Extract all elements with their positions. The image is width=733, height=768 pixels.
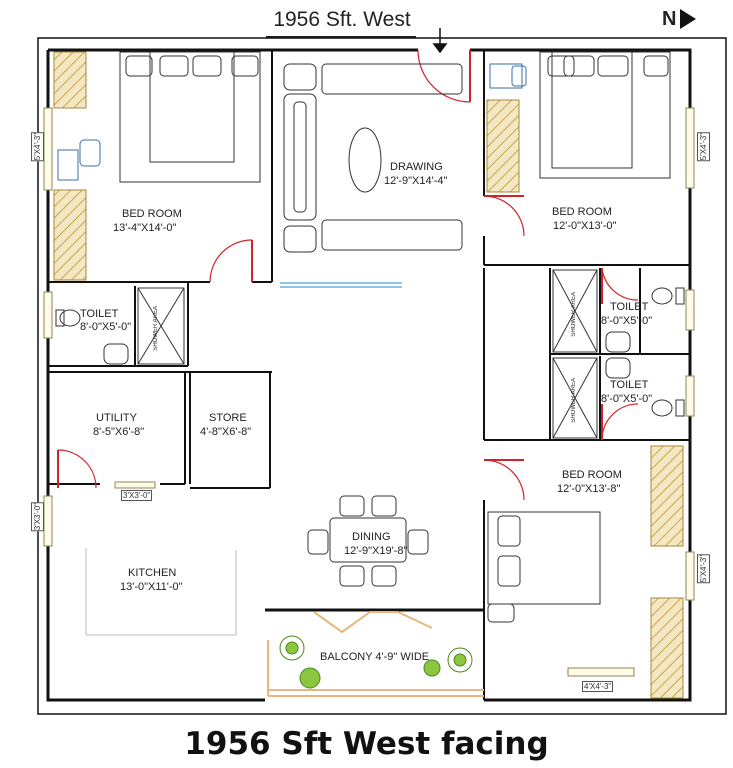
room-balcony-name: BALCONY 4'-9" WIDE [320,651,430,663]
room-toilet-ne2-name: TOILET [610,379,649,391]
room-dining-name: DINING [352,531,391,543]
desk-nw [57,139,101,181]
room-bedroom-ne-name: BED ROOM [552,206,612,218]
room-store-size: 4'-8"X6'-8" [200,426,252,438]
plants [279,635,473,689]
room-toilet-ne2-size: 8'-0"X5'-0" [601,393,653,405]
window-dim-right-low: 5'X4'-3" [697,554,710,584]
balcony-rail [267,611,484,697]
sofa-set [283,63,463,253]
room-drawing-name: DRAWING [390,161,443,173]
shower-label-w: SHOWER AREA [153,306,159,351]
plan-title: 1956 Sft. West [273,8,411,31]
shower-label-ne2: SHOWER AREA [571,378,577,423]
window-dim-left-mid: 3'X3'-0" [31,502,44,532]
room-store-name: STORE [209,412,247,424]
interior-walls [48,50,690,700]
door-swings [57,49,639,501]
room-kitchen-name: KITCHEN [128,567,177,579]
room-bedroom-ne-size: 12'-0"X13'-0" [553,220,617,232]
footer-caption: 1956 Sft West facing [184,726,549,762]
window-dim-utility: 3'X3'-0" [121,490,153,501]
entry-arrow-icon [432,28,448,54]
room-toilet-w-name: TOILET [80,308,119,320]
bed-nw [119,51,261,183]
room-dining-size: 12'-9"X19'-8" [344,545,408,557]
glass-partition [280,282,402,288]
room-bedroom-se-name: BED ROOM [562,469,622,481]
shower-areas [137,269,598,439]
window-dim-bottom: 4'X4'-3" [582,681,614,692]
bed-ne [539,51,671,179]
page-frame [37,37,727,715]
shower-label-ne1: SHOWER AREA [571,292,577,337]
room-utility-name: UTILITY [96,412,137,424]
dining-set [307,495,429,587]
north-arrow-icon [680,9,696,29]
windows [43,107,695,677]
window-dim-right-top: 5'X4'-3" [697,132,710,162]
window-dim-left-top: 5'X4'-3" [31,132,44,162]
outer-walls [46,48,692,702]
north-label: N [662,8,677,30]
door-leaves [57,50,603,488]
room-toilet-ne1-name: TOILET [610,301,649,313]
toilet-fixtures [55,287,685,417]
room-toilet-w-size: 8'-0"X5'-0" [80,321,132,333]
room-toilet-ne1-size: 8'-0"X5'-0" [601,315,653,327]
room-kitchen-size: 13'-0"X11'-0" [120,581,183,593]
room-bedroom-nw-size: 13'-4"X14'-0" [113,222,177,234]
room-utility-size: 8'-5"X6'-8" [93,426,145,438]
hatched-panels [53,51,684,699]
room-drawing-size: 12'-9"X14'-4" [384,175,448,187]
desk-ne [489,63,527,89]
room-bedroom-nw-name: BED ROOM [122,208,182,220]
room-bedroom-se-size: 12'-0"X13'-8" [557,483,621,495]
title-underline [266,36,416,38]
bed-se [487,511,601,623]
